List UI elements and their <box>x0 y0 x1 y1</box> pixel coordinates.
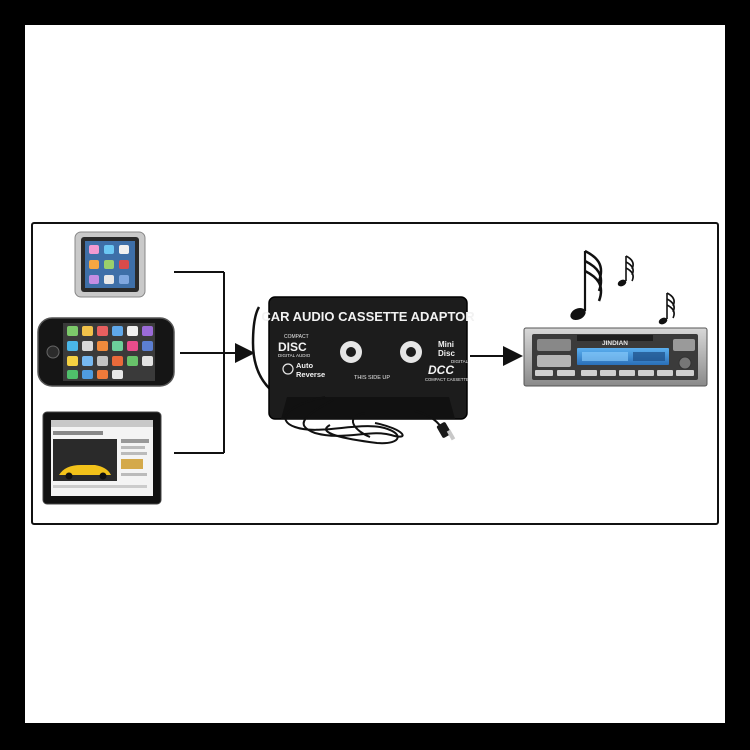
radio-left-knob-panel <box>537 339 571 351</box>
cassette-adapter: CAR AUDIO CASSETTE ADAPTOR COMPACT DISC … <box>251 296 475 445</box>
auto-reverse-text-1: Auto <box>296 361 313 370</box>
mini-disc-text-1: Mini <box>438 340 454 349</box>
music-note-icon <box>658 292 675 325</box>
diagram-svg: CAR AUDIO CASSETTE ADAPTOR COMPACT DISC … <box>37 231 708 505</box>
ipad-device <box>42 411 162 505</box>
diagram-canvas: CAR AUDIO CASSETTE ADAPTOR COMPACT DISC … <box>25 25 725 723</box>
dcc-top-text: DIGITAL <box>451 359 469 364</box>
car-radio: JINDIAN <box>523 327 708 387</box>
mini-disc-text-2: Disc <box>438 349 455 358</box>
this-side-up-text: THIS SIDE UP <box>354 375 390 381</box>
app-icons-grid <box>89 245 129 284</box>
diagram-frame <box>31 222 719 525</box>
compact-disc-logo-text: DISC <box>278 340 307 354</box>
connector-lines <box>174 271 523 454</box>
radio-brand-text: JINDIAN <box>602 340 628 347</box>
ipod-nano-device <box>74 231 146 298</box>
dcc-bottom-text: COMPACT CASSETTE <box>425 377 469 382</box>
compact-disc-top-text: COMPACT <box>284 334 309 340</box>
audio-jack-plug <box>436 422 456 441</box>
iphone-device <box>37 317 175 387</box>
auto-reverse-icon <box>282 363 294 375</box>
radio-buttons <box>535 370 694 376</box>
dcc-logo-text: DCC <box>428 363 454 377</box>
iphone-app-icons <box>67 326 153 379</box>
cassette-title: CAR AUDIO CASSETTE ADAPTOR <box>261 309 475 324</box>
music-note-icon <box>617 255 634 287</box>
radio-volume-knob <box>678 356 692 370</box>
auto-reverse-text-2: Reverse <box>296 370 325 379</box>
compact-disc-bottom-text: DIGITAL AUDIO <box>278 353 311 358</box>
music-note-icon <box>570 249 603 321</box>
